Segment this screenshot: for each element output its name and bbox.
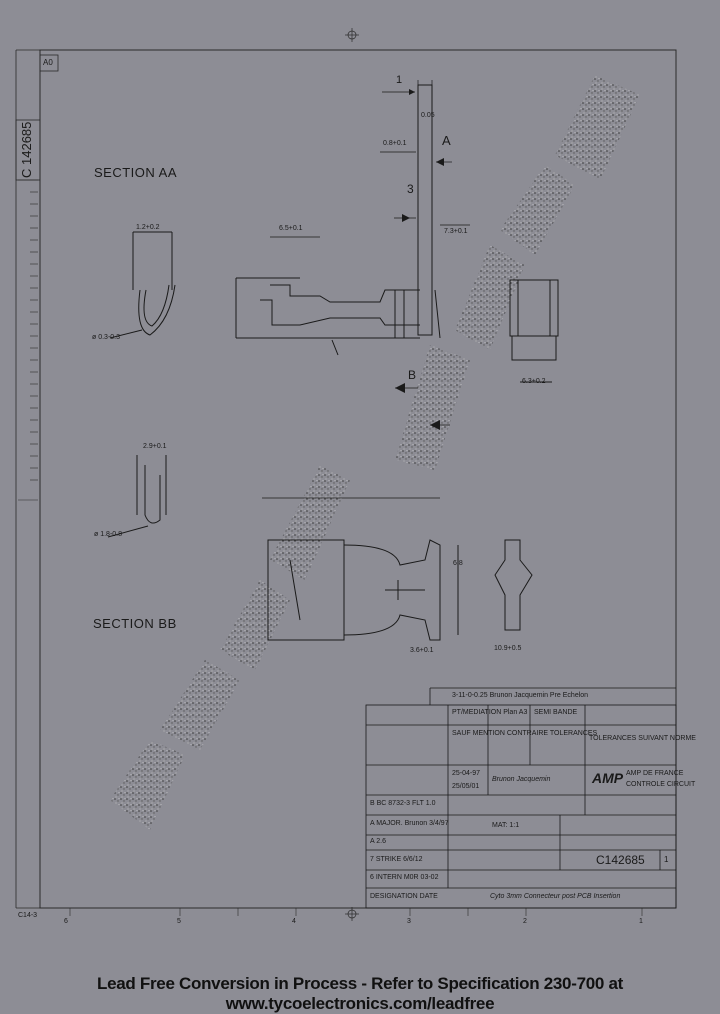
right-contact-view	[509, 279, 559, 383]
title-row-1: 3-11-0-0.25 Brunon Jacquemin Pre Echelon	[452, 692, 589, 699]
scale-label: MAT: 1:1	[492, 822, 520, 829]
section-aa-label: SECTION AA	[94, 165, 178, 180]
dim-width: 0.8+0.1	[383, 140, 407, 147]
bottom-left: DESIGNATION DATE	[370, 893, 438, 900]
rev-row-4: 7 STRIKE 6/6/12	[370, 856, 423, 863]
label-1: 1	[396, 74, 403, 86]
section-aa-profile	[109, 231, 176, 339]
corner-code: C14-3	[18, 912, 38, 919]
dim-bottom-2: 10.9+0.5	[494, 645, 522, 652]
dim-right: 6.3+0.2	[522, 378, 546, 385]
center-mark-bottom	[345, 907, 359, 921]
doc-label: C142685	[596, 853, 645, 867]
end-view	[494, 539, 533, 631]
company-sub: CONTROLE CIRCUIT	[626, 781, 696, 788]
title-row-2-right: SEMI BANDE	[534, 709, 578, 716]
scale-tick-6: 6	[64, 918, 68, 925]
footer-bar	[0, 960, 720, 1012]
section-bb-profile	[107, 455, 167, 538]
title-signature: Brunon Jacquemin	[492, 776, 551, 783]
dim-b: 2.9+0.1	[143, 443, 167, 450]
scale-tick-4: 4	[292, 918, 296, 925]
bottom-description: Cyto 3mm Connecteur post PCB Insertion	[490, 893, 621, 900]
rev-row-2: A MAJOR. Brunon 3/4/97	[370, 820, 449, 827]
rev-row-3: A 2.6	[370, 838, 386, 845]
lead-free-notice: Lead Free Conversion in Process - Refer …	[97, 974, 623, 1013]
company-name: AMP DE FRANCE	[626, 770, 684, 777]
doc-number-vertical: C 142685	[19, 121, 34, 178]
dim-a: 1.2+0.2	[136, 224, 160, 231]
dim-radius-1: ø 0.3-0.3	[92, 334, 121, 341]
label-b: B	[408, 368, 417, 382]
title-row-3-right: TOLERANCES SUIVANT NORME	[589, 735, 696, 742]
center-mark-top	[345, 28, 359, 42]
drawing-border	[39, 49, 677, 909]
title-row-3-left: SAUF MENTION CONTRAIRE TOLERANCES	[452, 730, 598, 737]
bottom-ruler	[69, 908, 643, 916]
bottom-view	[267, 539, 459, 641]
scale-tick-2: 2	[523, 918, 527, 925]
rev-row-5: 6 INTERN M0R 03-02	[370, 874, 439, 881]
dim-bottom-1: 3.6+0.1	[410, 647, 434, 654]
dim-top: 0.05	[421, 112, 435, 119]
title-date-2: 25/05/01	[452, 783, 480, 790]
dim-left: 6.5+0.1	[279, 225, 303, 232]
label-a: A	[442, 133, 451, 148]
label-3: 3	[407, 182, 414, 196]
rev-row-1: B BC 8732-3 FLT 1.0	[370, 800, 436, 807]
dim-c: 7.3+0.1	[444, 228, 468, 235]
scale-tick-1: 1	[639, 918, 643, 925]
title-row-2: PT/MEDIATION Plan A3	[452, 709, 528, 716]
company-logo: AMP	[592, 770, 624, 786]
rev-box: A0	[43, 58, 53, 67]
main-side-view	[235, 84, 441, 356]
dim-vertical: 6.8	[453, 560, 463, 567]
section-bb-label: SECTION BB	[93, 616, 177, 631]
sheet-label: 1	[664, 855, 669, 864]
left-ruler	[18, 179, 38, 501]
dim-radius-2: ø 1.8-0.8	[94, 531, 123, 538]
arrows	[395, 89, 444, 430]
scale-tick-3: 3	[407, 918, 411, 925]
engineering-drawing	[15, 28, 677, 921]
title-date-1: 25-04-97	[452, 770, 481, 777]
diagonal-stamp	[110, 75, 640, 830]
title-block	[365, 687, 677, 909]
scale-tick-5: 5	[177, 918, 181, 925]
